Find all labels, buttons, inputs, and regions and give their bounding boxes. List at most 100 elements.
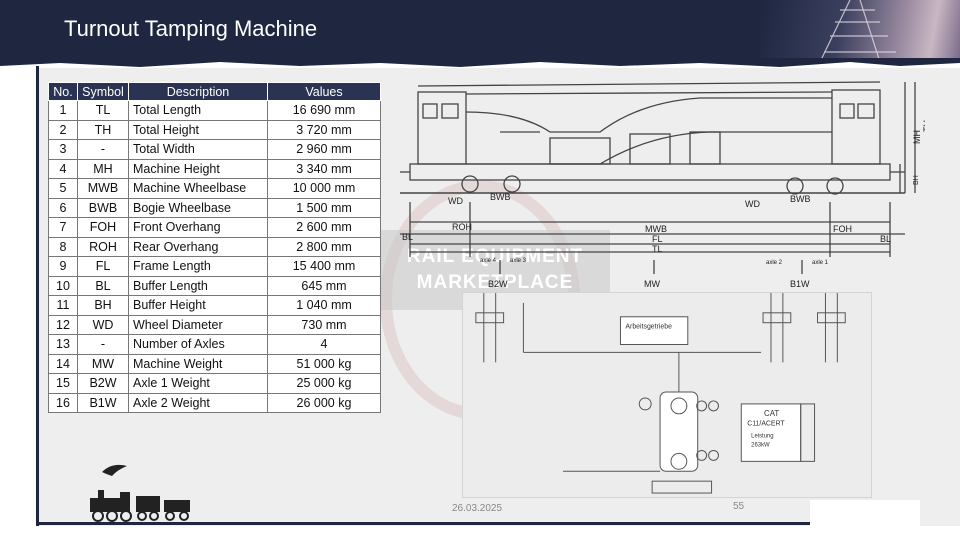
cell-description: Axle 1 Weight: [128, 373, 268, 394]
table-header-row: No. Symbol Description Values: [48, 82, 381, 101]
cell-no: 3: [48, 139, 78, 160]
cell-no: 6: [48, 197, 78, 218]
slide-title: Turnout Tamping Machine: [64, 16, 318, 41]
cell-value: 15 400 mm: [267, 256, 381, 277]
slide-date: 26.03.2025: [452, 503, 503, 514]
header-description: Description: [128, 82, 268, 101]
cell-no: 16: [48, 392, 78, 413]
hydraulic-schematic: Arbeitsgetriebe CAT C11/ACERT Leistung 2…: [462, 292, 872, 498]
label-th: TH: [922, 120, 925, 132]
cell-no: 8: [48, 236, 78, 257]
header-symbol: Symbol: [77, 82, 129, 101]
label-wd-right: WD: [745, 199, 760, 209]
watermark-line-2: MARKETPLACE: [416, 272, 574, 293]
cell-value: 730 mm: [267, 314, 381, 335]
engine-power-value: 263kW: [751, 442, 770, 448]
cell-value: 3 720 mm: [267, 119, 381, 140]
label-axle2: axle 2: [766, 260, 783, 266]
cell-symbol: B1W: [77, 392, 129, 413]
cell-value: 4: [267, 334, 381, 355]
cell-symbol: FOH: [77, 217, 129, 238]
cell-no: 1: [48, 100, 78, 121]
label-bwb-right: BWB: [790, 194, 811, 204]
watermark-logo: RAIL EQUIPMENT MARKETPLACE: [380, 230, 610, 310]
label-axle3: axle 3: [510, 258, 527, 264]
cell-description: Total Height: [128, 119, 268, 140]
cell-symbol: -: [77, 139, 129, 160]
cell-symbol: FL: [77, 256, 129, 277]
engine-power-label: Leistung: [751, 434, 773, 440]
cell-description: Total Length: [128, 100, 268, 121]
cell-no: 7: [48, 217, 78, 238]
cell-description: Wheel Diameter: [128, 314, 268, 335]
cell-symbol: BH: [77, 295, 129, 316]
cell-symbol: ROH: [77, 236, 129, 257]
cell-value: 2 800 mm: [267, 236, 381, 257]
cell-symbol: -: [77, 334, 129, 355]
cell-description: Machine Weight: [128, 353, 268, 374]
label-mwb: MWB: [645, 224, 667, 234]
cell-symbol: MWB: [77, 178, 129, 199]
label-bl-left: BL: [402, 232, 413, 242]
label-bl-right: BL: [880, 234, 891, 244]
panel-border-left: [36, 66, 39, 526]
watermark-line-1: RAIL EQUIPMENT: [406, 246, 584, 267]
cell-value: 16 690 mm: [267, 100, 381, 121]
cell-no: 11: [48, 295, 78, 316]
cell-description: Total Width: [128, 139, 268, 160]
cell-description: Machine Height: [128, 158, 268, 179]
label-mw: MW: [644, 279, 660, 289]
cell-symbol: MW: [77, 353, 129, 374]
cell-value: 26 000 kg: [267, 392, 381, 413]
label-fl: FL: [652, 234, 663, 244]
header-no: No.: [48, 82, 78, 101]
cell-value: 645 mm: [267, 275, 381, 296]
cell-no: 14: [48, 353, 78, 374]
machine-drawing: WD BWB WD BWB ROH MWB FOH FL TL BL BL BH…: [400, 81, 925, 289]
label-roh: ROH: [452, 222, 472, 232]
cell-symbol: TL: [77, 100, 129, 121]
label-b2w: B2W: [488, 279, 508, 289]
engine-model: C11/ACERT: [747, 421, 785, 428]
cell-symbol: B2W: [77, 373, 129, 394]
cell-value: 3 340 mm: [267, 158, 381, 179]
cell-no: 12: [48, 314, 78, 335]
cell-no: 9: [48, 256, 78, 277]
label-bwb-left: BWB: [490, 192, 511, 202]
cell-no: 10: [48, 275, 78, 296]
cell-value: 2 960 mm: [267, 139, 381, 160]
cell-symbol: TH: [77, 119, 129, 140]
rail-tracks-graphic: [819, 0, 896, 62]
cell-value: 25 000 kg: [267, 373, 381, 394]
cell-description: Buffer Length: [128, 275, 268, 296]
cell-description: Buffer Height: [128, 295, 268, 316]
cell-description: Number of Axles: [128, 334, 268, 355]
footer-blank-box: [810, 500, 920, 526]
cell-no: 4: [48, 158, 78, 179]
label-axle1: axle 1: [812, 260, 829, 266]
steam-train-logo: [90, 464, 190, 522]
label-bh: BH: [913, 175, 920, 185]
cell-no: 2: [48, 119, 78, 140]
cell-description: Front Overhang: [128, 217, 268, 238]
label-foh: FOH: [833, 224, 852, 234]
cell-value: 51 000 kg: [267, 353, 381, 374]
cell-no: 13: [48, 334, 78, 355]
slide-page-number: 55: [733, 501, 745, 512]
cell-description: Axle 2 Weight: [128, 392, 268, 413]
label-b1w: B1W: [790, 279, 810, 289]
label-axle4: axle 4: [480, 258, 497, 264]
